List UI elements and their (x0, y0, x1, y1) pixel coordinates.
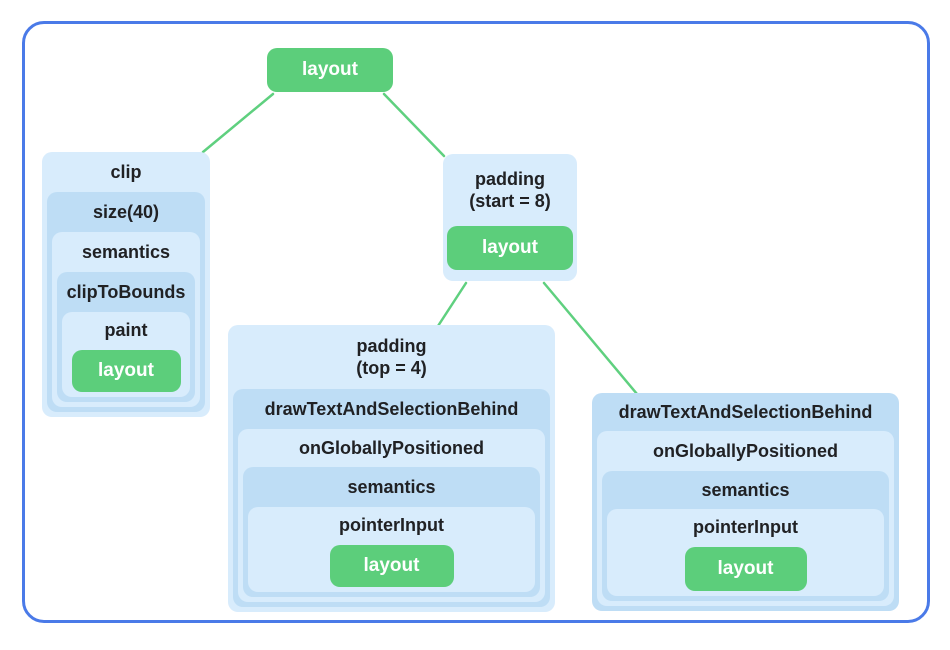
node-mid-draw-text-label: drawTextAndSelectionBehind (264, 398, 519, 419)
node-mid-semantics: semantics pointerInput layout (243, 467, 540, 597)
node-right-on-globally-positioned-label: onGloballyPositioned (652, 440, 838, 461)
node-clip-to-bounds-label: clipToBounds (66, 281, 186, 302)
node-mid-leaf-layout: layout (329, 545, 454, 587)
node-padding-top-label-line2: (top = 4) (356, 358, 427, 378)
node-mid-on-globally-positioned-label: onGloballyPositioned (298, 437, 484, 458)
node-right-draw-text: drawTextAndSelectionBehind onGloballyPos… (592, 393, 899, 611)
node-paint: paint layout (62, 312, 190, 397)
node-mid-draw-text: drawTextAndSelectionBehind onGloballyPos… (233, 389, 550, 607)
node-right-leaf-layout: layout (684, 547, 807, 591)
node-mid-on-globally-positioned: onGloballyPositioned semantics pointerIn… (238, 429, 545, 602)
node-right-on-globally-positioned: onGloballyPositioned semantics pointerIn… (597, 431, 894, 606)
node-right-pointer-input: pointerInput layout (607, 509, 884, 596)
node-clip-to-bounds: clipToBounds paint layout (57, 272, 195, 402)
node-padding-top-label-line1: padding (356, 335, 427, 356)
node-mid-pointer-input: pointerInput layout (248, 507, 535, 592)
node-clip-label: clip (110, 161, 142, 182)
node-padding-start-label-line2: (start = 8) (469, 191, 551, 211)
node-clip-leaf-layout: layout (71, 350, 181, 392)
node-clip-semantics-label: semantics (81, 241, 171, 262)
node-padding-start: padding (start = 8) layout (443, 154, 577, 281)
node-size40: size(40) semantics clipToBounds paint la… (47, 192, 205, 412)
node-paint-label: paint (104, 319, 148, 340)
node-padding-start-label-line1: padding (475, 168, 545, 189)
node-size40-label: size(40) (92, 201, 160, 222)
node-mid-semantics-label: semantics (347, 476, 436, 497)
node-right-draw-text-label: drawTextAndSelectionBehind (618, 401, 873, 422)
node-right-pointer-input-label: pointerInput (693, 516, 798, 537)
node-padding-top-label: padding (top = 4) (233, 325, 550, 389)
node-root-layout: layout (267, 48, 393, 92)
node-right-semantics-label: semantics (701, 479, 790, 500)
node-mid-pointer-input-label: pointerInput (339, 514, 444, 535)
node-padding-start-label: padding (start = 8) (447, 154, 573, 226)
node-padding-start-leaf-layout: layout (447, 226, 573, 270)
node-padding-top: padding (top = 4) drawTextAndSelectionBe… (228, 325, 555, 612)
node-clip: clip size(40) semantics clipToBounds pai… (42, 152, 210, 417)
node-right-semantics: semantics pointerInput layout (602, 471, 889, 601)
node-clip-semantics: semantics clipToBounds paint layout (52, 232, 200, 407)
